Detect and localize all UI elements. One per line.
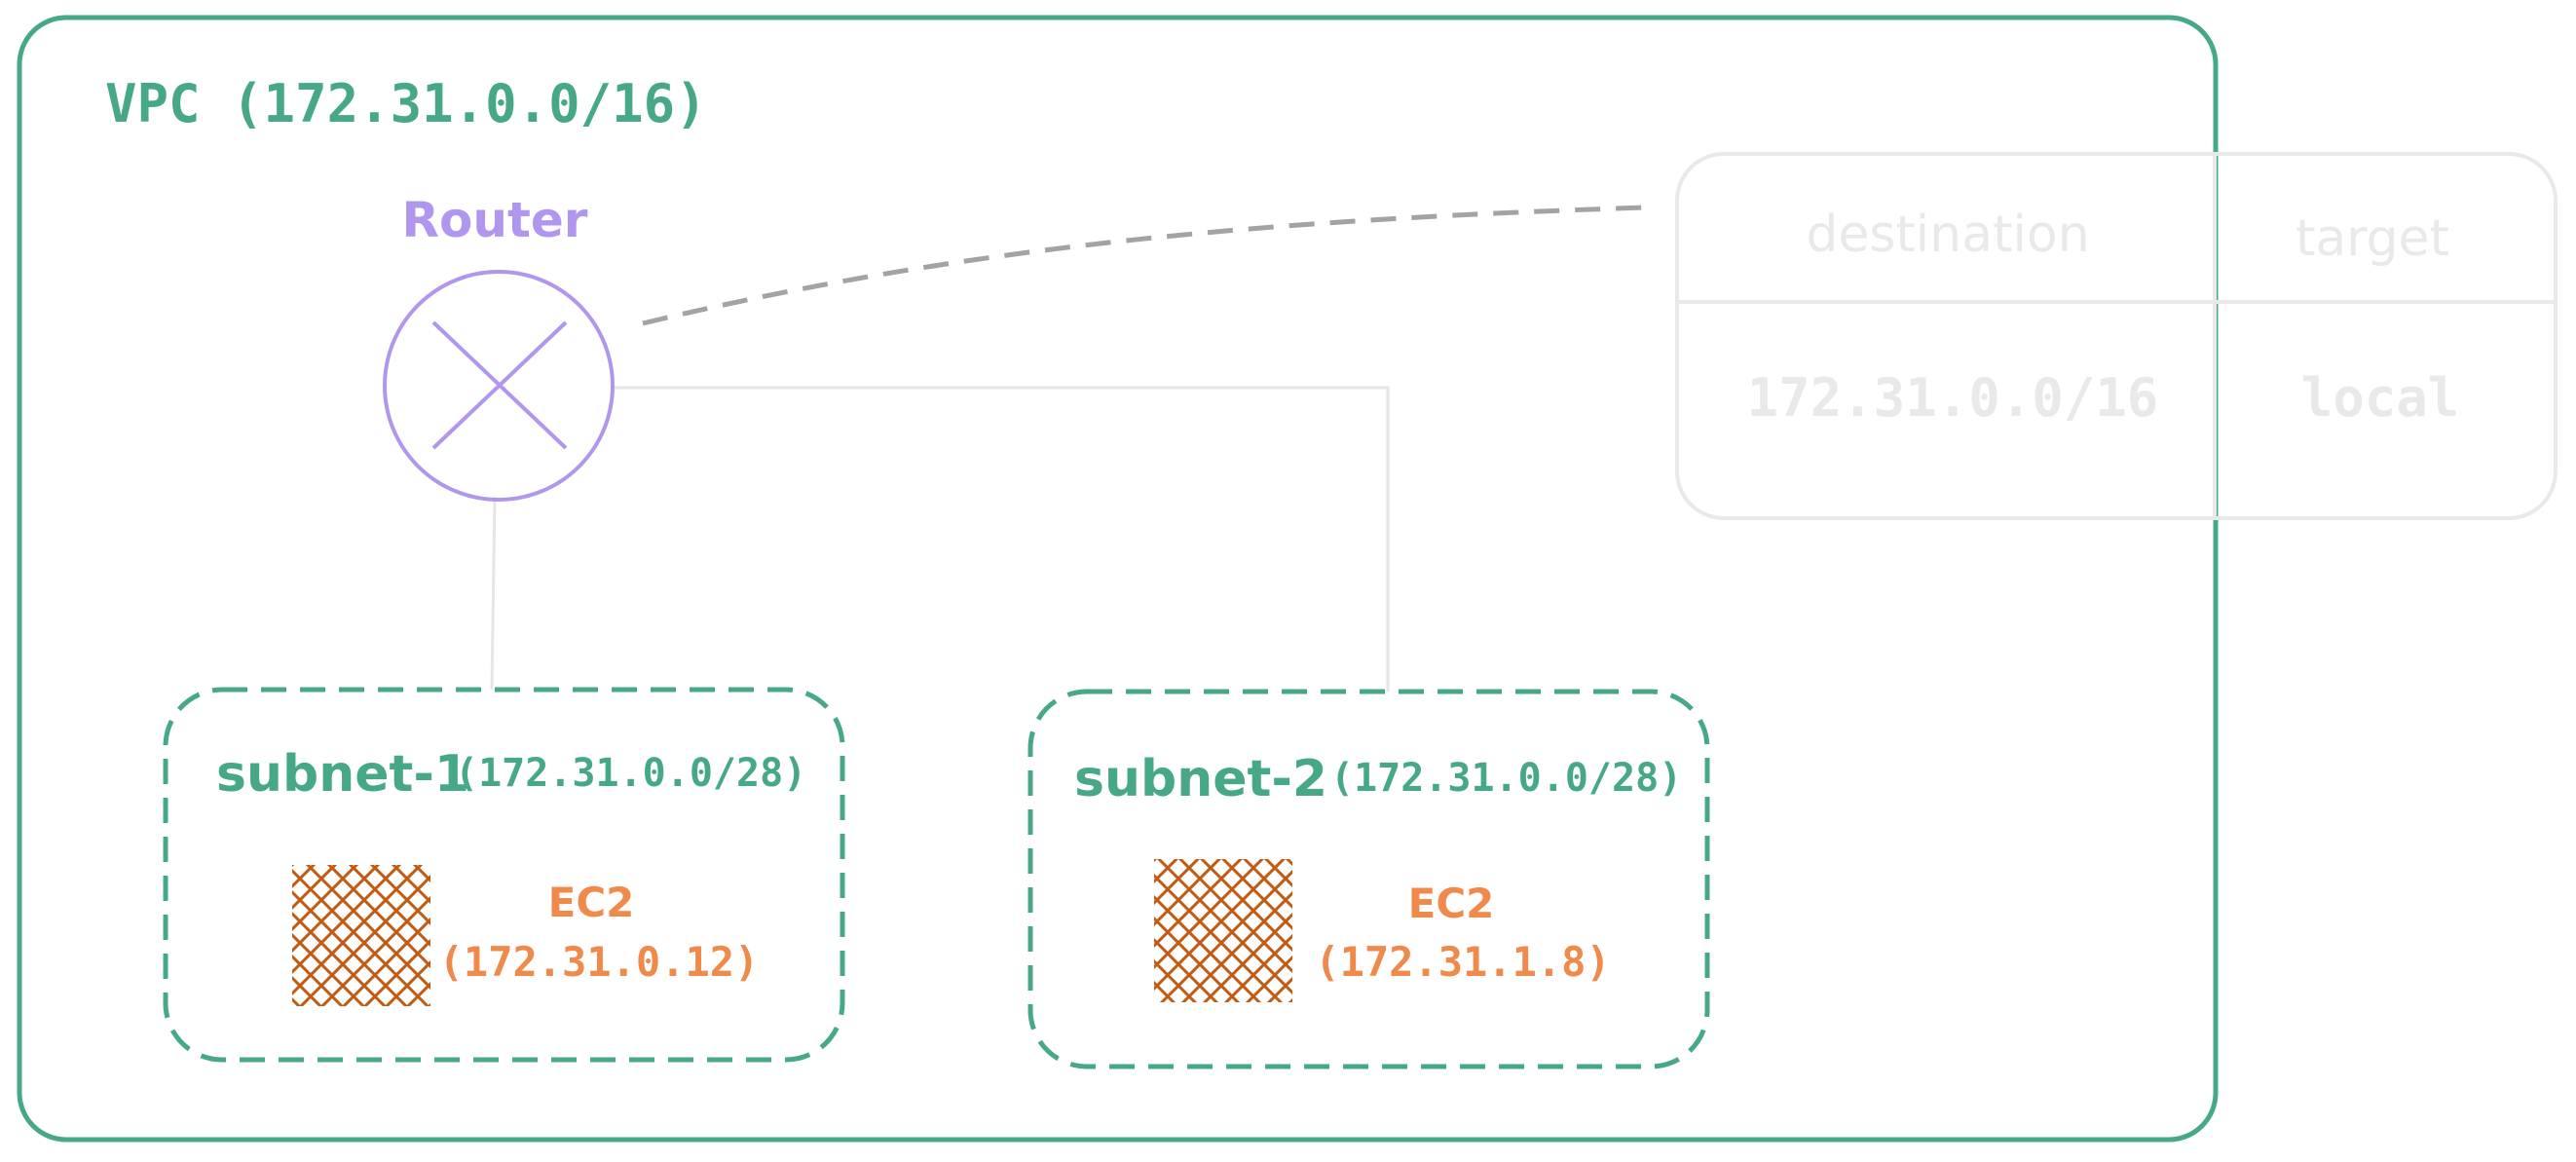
router-to-subnet-2-link (612, 386, 1390, 692)
subnet-2-ec2-ip: (172.31.1.8) (1315, 938, 1610, 986)
subnet-2-boundary (1027, 689, 1710, 1069)
route-table-cell-destination: 172.31.0.0/16 (1747, 367, 2159, 429)
vpc-boundary[interactable] (17, 15, 2219, 1143)
subnet-1-cidr: (172.31.0.0/28) (455, 751, 806, 796)
router-to-route-table-link (642, 205, 1647, 326)
subnet-2-group[interactable]: subnet-2 (172.31.0.0/28) EC2 (172.31.1.8… (1027, 689, 1710, 1069)
subnet-2-ec2-label: EC2 (1408, 880, 1495, 927)
ec2-hatch-icon[interactable] (1154, 859, 1292, 1002)
route-table-header-target: target (2296, 209, 2449, 268)
subnet-1-name: subnet-1 (216, 745, 469, 804)
router-x-icon[interactable] (383, 270, 615, 502)
ec2-hatch-icon[interactable] (292, 865, 430, 1006)
route-table[interactable]: destination target 172.31.0.0/16 local (1675, 152, 2557, 520)
subnet-1-ec2-ip: (172.31.0.12) (439, 938, 760, 986)
router-to-subnet-1-link (490, 496, 497, 691)
route-table-header-destination: destination (1806, 206, 2089, 264)
router-label: Router (402, 192, 588, 248)
subnet-1-ec2-label: EC2 (548, 879, 635, 926)
route-table-cell-target: local (2301, 367, 2460, 429)
subnet-1-group[interactable]: subnet-1 (172.31.0.0/28) EC2 (172.31.0.1… (163, 687, 845, 1063)
subnet-1-boundary (163, 687, 845, 1063)
route-table-border (1675, 152, 2557, 520)
vpc-label: VPC (172.31.0.0/16) (105, 73, 707, 134)
subnet-2-name: subnet-2 (1074, 750, 1327, 808)
subnet-2-cidr: (172.31.0.0/28) (1330, 756, 1682, 801)
